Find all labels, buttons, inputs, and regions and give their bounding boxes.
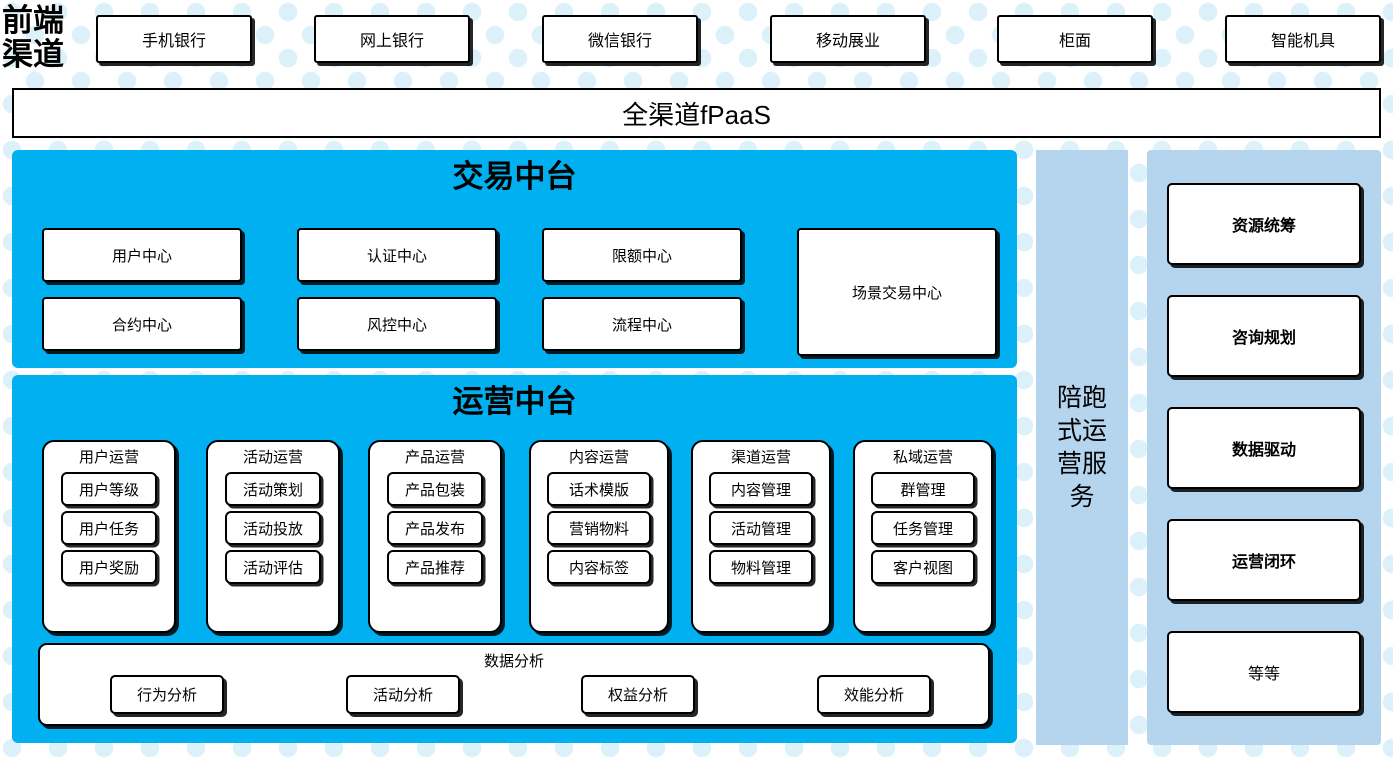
trade-box-user-center[interactable]: 用户中心: [42, 228, 242, 282]
analysis-box-benefit[interactable]: 权益分析: [581, 675, 695, 714]
ops-group-title: 产品运营: [404, 449, 465, 466]
ops-center-title: 运营中台: [452, 384, 577, 419]
ops-group-title: 私域运营: [892, 449, 953, 466]
ops-item[interactable]: 群管理: [871, 472, 975, 506]
ops-item[interactable]: 活动管理: [709, 511, 813, 545]
ops-group-title: 用户运营: [78, 449, 139, 466]
ops-group-campaign-operations[interactable]: 活动运营 活动策划 活动投放 活动评估: [206, 440, 340, 633]
trade-center-panel: 交易中台 用户中心 认证中心 限额中心 合约中心 风控中心 流程中心 场景交易中…: [12, 150, 1017, 368]
ops-item[interactable]: 用户等级: [61, 472, 157, 506]
ops-group-content-operations[interactable]: 内容运营 话术模版 营销物料 内容标签: [529, 440, 669, 633]
trade-center-title: 交易中台: [452, 159, 577, 194]
trade-box-risk-center[interactable]: 风控中心: [297, 297, 497, 351]
ops-item[interactable]: 活动投放: [225, 511, 321, 545]
ops-item[interactable]: 内容管理: [709, 472, 813, 506]
channel-box-online-bank[interactable]: 网上银行: [314, 15, 470, 63]
ops-item[interactable]: 话术模版: [547, 472, 651, 506]
ops-item[interactable]: 营销物料: [547, 511, 651, 545]
trade-box-contract-center[interactable]: 合约中心: [42, 297, 242, 351]
ops-item[interactable]: 任务管理: [871, 511, 975, 545]
channel-box-mobile-sales[interactable]: 移动展业: [770, 15, 926, 63]
ops-item[interactable]: 物料管理: [709, 550, 813, 584]
right-services-panel: 资源统筹 咨询规划 数据驱动 运营闭环 等等: [1147, 150, 1381, 745]
ops-group-title: 内容运营: [568, 449, 629, 466]
accompanying-operation-service-bar: 陪跑式运营服务: [1036, 150, 1128, 745]
data-analysis-panel: 数据分析 行为分析 活动分析 权益分析 效能分析: [38, 643, 990, 726]
right-card-data-driven[interactable]: 数据驱动: [1167, 407, 1361, 489]
channel-box-wechat-bank[interactable]: 微信银行: [542, 15, 698, 63]
ops-item[interactable]: 产品推荐: [387, 550, 483, 584]
analysis-box-efficiency[interactable]: 效能分析: [817, 675, 931, 714]
data-analysis-title: 数据分析: [483, 653, 544, 670]
ops-item[interactable]: 内容标签: [547, 550, 651, 584]
ops-item[interactable]: 活动策划: [225, 472, 321, 506]
analysis-box-campaign[interactable]: 活动分析: [346, 675, 460, 714]
ops-group-user-operations[interactable]: 用户运营 用户等级 用户任务 用户奖励: [42, 440, 176, 633]
right-card-etc[interactable]: 等等: [1167, 631, 1361, 713]
channel-box-smart-device[interactable]: 智能机具: [1225, 15, 1381, 63]
front-channel-label: 前端 渠道: [2, 3, 64, 72]
channel-box-counter[interactable]: 柜面: [997, 15, 1153, 63]
right-card-consulting-planning[interactable]: 咨询规划: [1167, 295, 1361, 377]
ops-item[interactable]: 产品发布: [387, 511, 483, 545]
ops-item[interactable]: 活动评估: [225, 550, 321, 584]
service-bar-label: 陪跑式运营服务: [1056, 383, 1107, 511]
trade-box-scene-transaction-center[interactable]: 场景交易中心: [797, 228, 997, 356]
trade-box-process-center[interactable]: 流程中心: [542, 297, 742, 351]
ops-item[interactable]: 用户奖励: [61, 550, 157, 584]
right-card-operation-closed-loop[interactable]: 运营闭环: [1167, 519, 1361, 601]
trade-box-limit-center[interactable]: 限额中心: [542, 228, 742, 282]
ops-group-channel-operations[interactable]: 渠道运营 内容管理 活动管理 物料管理: [691, 440, 831, 633]
ops-item[interactable]: 产品包装: [387, 472, 483, 506]
ops-group-product-operations[interactable]: 产品运营 产品包装 产品发布 产品推荐: [368, 440, 502, 633]
ops-item[interactable]: 用户任务: [61, 511, 157, 545]
ops-group-title: 渠道运营: [730, 449, 791, 466]
channel-box-mobile-bank[interactable]: 手机银行: [96, 15, 252, 63]
analysis-box-behavior[interactable]: 行为分析: [110, 675, 224, 714]
omnichannel-fpaas-bar: 全渠道fPaaS: [12, 88, 1381, 138]
ops-group-private-domain-operations[interactable]: 私域运营 群管理 任务管理 客户视图: [853, 440, 993, 633]
ops-group-title: 活动运营: [242, 449, 303, 466]
trade-box-auth-center[interactable]: 认证中心: [297, 228, 497, 282]
ops-item[interactable]: 客户视图: [871, 550, 975, 584]
right-card-resource-coordination[interactable]: 资源统筹: [1167, 183, 1361, 265]
